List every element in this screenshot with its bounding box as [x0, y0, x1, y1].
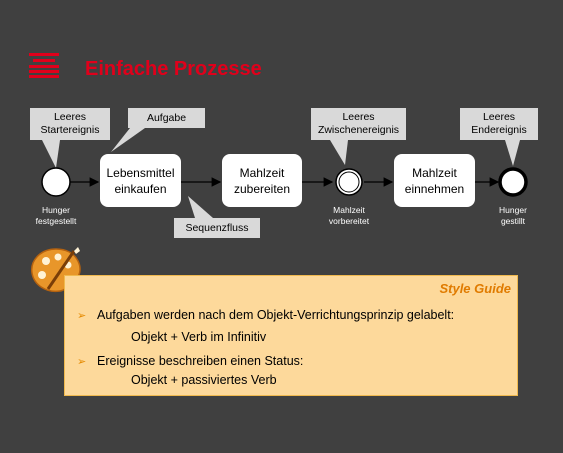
bullet-arrow-icon: ➢	[77, 310, 87, 322]
logo-icon	[29, 53, 59, 79]
page-title: Einfache Prozesse	[85, 58, 262, 80]
callout-sequence-flow: Sequenzfluss	[174, 218, 260, 238]
callout-start-event: Leeres Startereignis	[30, 108, 110, 140]
callout-start-tail	[42, 140, 60, 168]
start-event-label: Hunger festgestellt	[35, 205, 77, 226]
callout-intermediate-tail	[330, 140, 348, 165]
style-guide-rule-2: ➢ Ereignisse beschreiben einen Status:	[77, 354, 304, 368]
task-lebensmittel-einkaufen: Lebensmittel einkaufen	[100, 154, 181, 207]
style-guide-box: Style Guide ➢ Aufgaben werden nach dem O…	[64, 275, 518, 396]
style-guide-rule-1: ➢ Aufgaben werden nach dem Objekt-Verric…	[77, 308, 455, 322]
intermediate-event-inner	[338, 171, 360, 193]
style-guide-heading: Style Guide	[439, 281, 511, 296]
end-event	[498, 167, 528, 197]
task-mahlzeit-zubereiten: Mahlzeit zubereiten	[222, 154, 302, 207]
callout-end-tail	[505, 140, 520, 166]
end-event-label: Hunger gestillt	[499, 205, 527, 226]
callout-end-event: Leeres Endereignis	[460, 108, 538, 140]
style-guide-rule-2-example: Objekt + passiviertes Verb	[131, 373, 277, 387]
task-mahlzeit-einnehmen: Mahlzeit einnehmen	[394, 154, 475, 207]
callout-flow-tail	[188, 196, 213, 218]
callout-task-tail	[111, 128, 145, 152]
start-event	[41, 167, 71, 197]
style-guide-rule-1-example: Objekt + Verb im Infinitiv	[131, 330, 267, 344]
intermediate-event	[335, 168, 363, 196]
callout-task: Aufgabe	[128, 108, 205, 128]
intermediate-event-label: Mahlzeit vorbereitet	[328, 205, 370, 226]
callout-intermediate-event: Leeres Zwischenereignis	[311, 108, 406, 140]
bullet-arrow-icon: ➢	[77, 356, 87, 368]
